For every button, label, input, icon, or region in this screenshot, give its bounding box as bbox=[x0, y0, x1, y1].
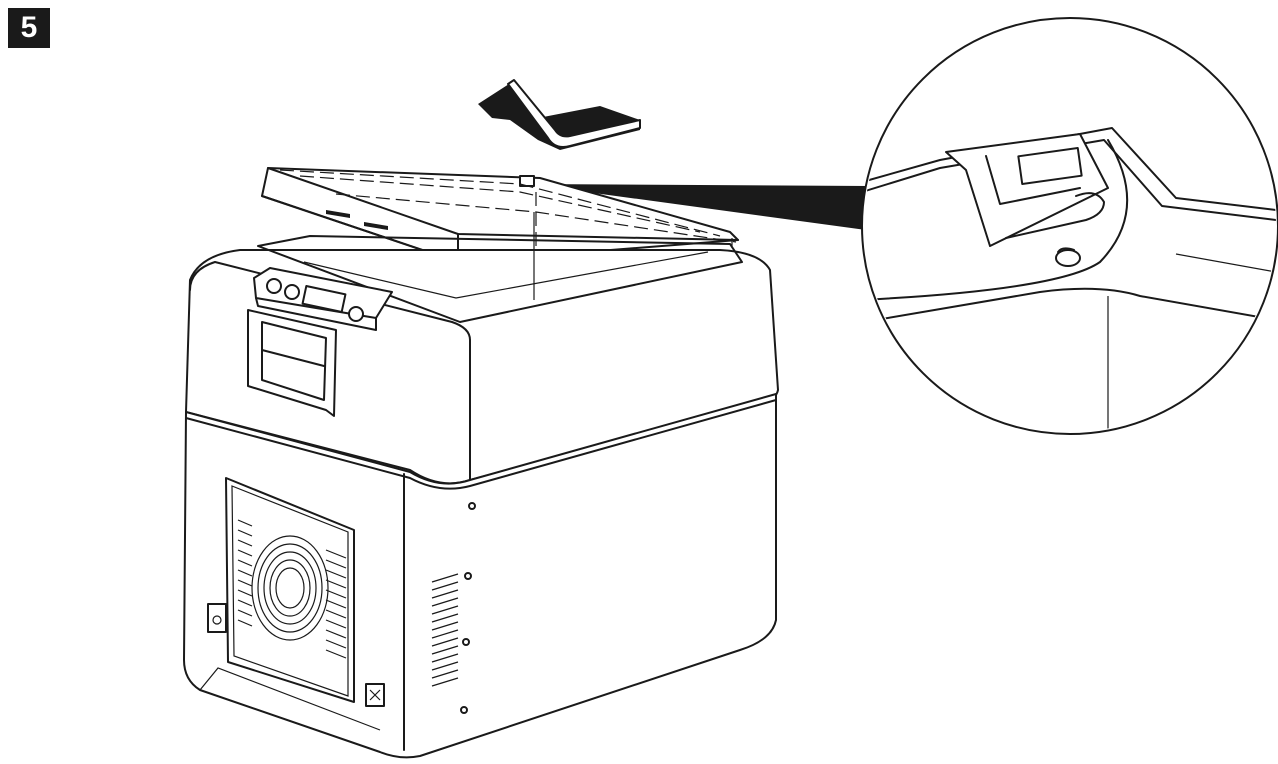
side-vent bbox=[431, 573, 459, 687]
lid-hidden-lines bbox=[279, 169, 737, 300]
direction-arrow-icon bbox=[478, 79, 641, 150]
grille-slots-right bbox=[325, 549, 347, 659]
control-panel bbox=[253, 267, 393, 331]
fan-grille bbox=[225, 477, 355, 703]
step-number-badge: 5 bbox=[8, 8, 50, 48]
lid bbox=[261, 167, 739, 263]
grille-slots-left bbox=[237, 519, 253, 627]
carry-handle bbox=[247, 309, 337, 417]
fan-rings bbox=[251, 535, 329, 641]
power-socket-icon bbox=[207, 603, 227, 633]
hinge-pin bbox=[1055, 247, 1081, 267]
hinge-detail-callout bbox=[861, 17, 1278, 435]
usb-socket-icon bbox=[365, 683, 385, 707]
hinge-latch bbox=[945, 133, 1109, 247]
callout-pointer bbox=[528, 184, 868, 230]
